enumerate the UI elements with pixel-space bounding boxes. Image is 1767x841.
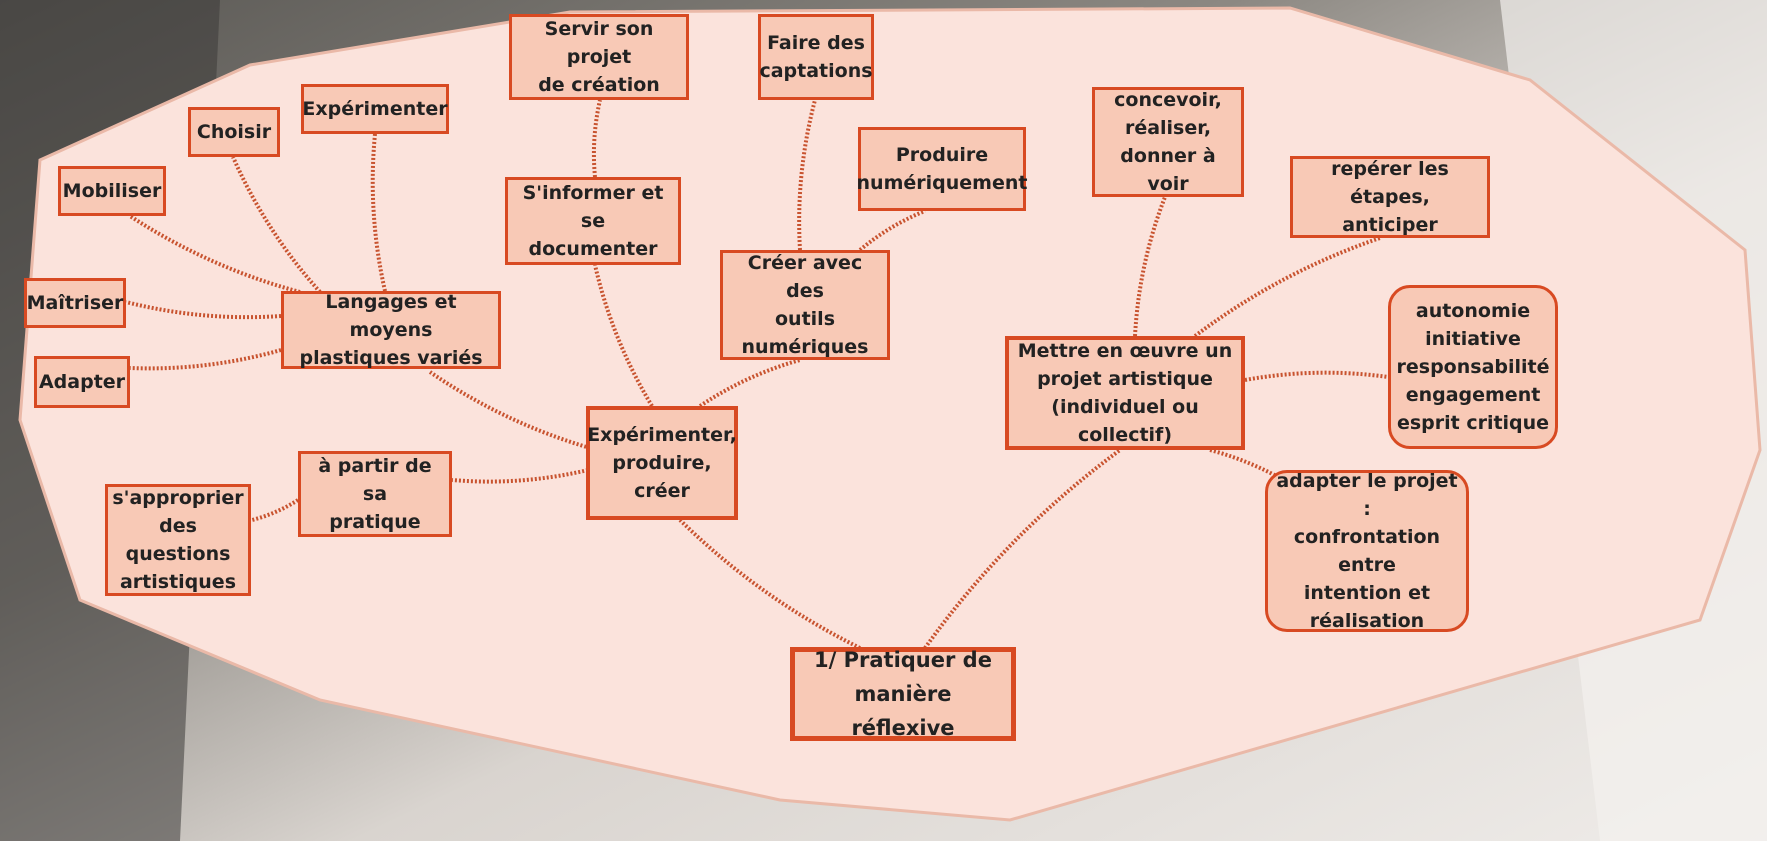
node-a-partir-pratique[interactable]: à partir de sa pratique	[298, 451, 452, 537]
node-concevoir[interactable]: concevoir, réaliser, donner à voir	[1092, 87, 1244, 197]
node-creer-outils-numeriques[interactable]: Créer avec des outils numériques	[720, 250, 890, 360]
node-langages-moyens[interactable]: Langages et moyens plastiques variés	[281, 291, 501, 369]
node-servir-projet[interactable]: Servir son projet de création	[509, 14, 689, 100]
node-maitriser[interactable]: Maîtriser	[24, 278, 126, 328]
node-mettre-en-oeuvre[interactable]: Mettre en œuvre un projet artistique (in…	[1005, 336, 1245, 450]
node-adapter-projet[interactable]: adapter le projet : confrontation entre …	[1265, 470, 1469, 632]
node-adapter[interactable]: Adapter	[34, 356, 130, 408]
node-experimenter-produire-creer[interactable]: Expérimenter, produire, créer	[586, 406, 738, 520]
node-experimenter[interactable]: Expérimenter	[301, 84, 449, 134]
node-sinformer[interactable]: S'informer et se documenter	[505, 177, 681, 265]
node-faire-captations[interactable]: Faire des captations	[758, 14, 874, 100]
node-mobiliser[interactable]: Mobiliser	[58, 166, 166, 216]
node-reperer-etapes[interactable]: repérer les étapes, anticiper	[1290, 156, 1490, 238]
root-node[interactable]: 1/ Pratiquer de manière réflexive	[790, 647, 1016, 741]
node-autonomie[interactable]: autonomie initiative responsabilité enga…	[1388, 285, 1558, 449]
node-sapproprier[interactable]: s'approprier des questions artistiques	[105, 484, 251, 596]
node-choisir[interactable]: Choisir	[188, 107, 280, 157]
node-produire-numeriquement[interactable]: Produire numériquement	[857, 127, 1027, 211]
